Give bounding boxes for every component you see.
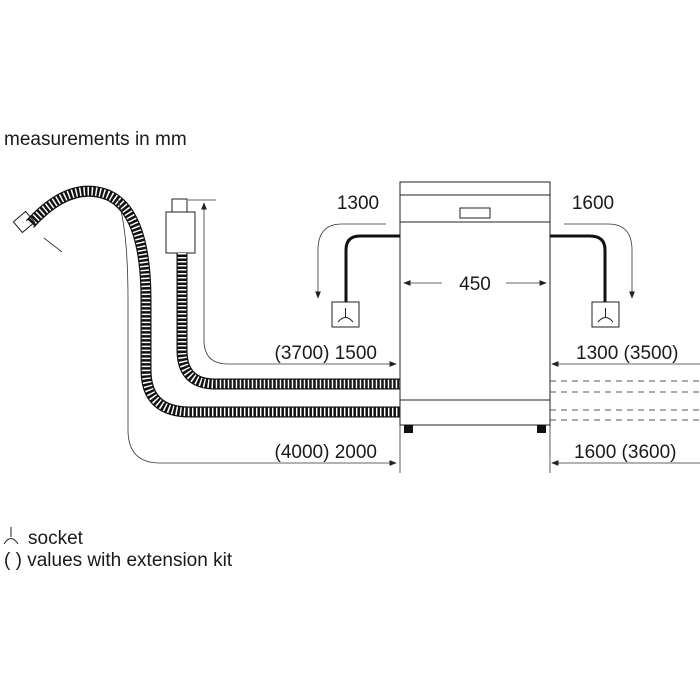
legend-socket-label: socket bbox=[28, 528, 84, 549]
measurements-note: measurements in mm bbox=[4, 129, 187, 150]
drain-dimension-arrow bbox=[117, 199, 397, 466]
right-drain-label: 1600 (3600) bbox=[574, 442, 676, 463]
hose-connector bbox=[171, 198, 188, 213]
foot-left bbox=[404, 425, 413, 433]
left-drain-label: (4000) 2000 bbox=[275, 442, 377, 463]
legend: socket ( ) values with extension kit bbox=[3, 527, 233, 571]
width-dimension: 450 bbox=[403, 274, 547, 295]
inlet-hose: (3700) 1500 bbox=[165, 198, 400, 390]
drain-hose-end bbox=[12, 210, 36, 234]
left-cord bbox=[344, 234, 400, 302]
aquastop-valve bbox=[165, 211, 196, 254]
legend-socket-icon bbox=[3, 527, 19, 545]
right-socket-box bbox=[591, 301, 620, 328]
dishwasher-outline bbox=[399, 181, 551, 426]
right-cord bbox=[550, 234, 607, 302]
display-panel bbox=[459, 207, 491, 219]
left-inlet-label: (3700) 1500 bbox=[275, 343, 377, 364]
drain-end-ref bbox=[43, 237, 63, 253]
left-socket-icon bbox=[337, 308, 354, 323]
drain-hose: (4000) 2000 bbox=[12, 185, 400, 466]
inlet-dimension-arrow bbox=[201, 202, 397, 367]
drain-hose-ribs bbox=[26, 187, 400, 417]
right-socket-arrow bbox=[564, 223, 635, 299]
right-hose-routes: 1300 (3500) 1600 (3600) bbox=[550, 343, 700, 466]
inlet-hose-ribs bbox=[177, 253, 400, 389]
right-power-cord: 1600 bbox=[550, 193, 635, 328]
legend-extension-label: ( ) values with extension kit bbox=[4, 550, 233, 571]
left-socket-label: 1300 bbox=[337, 193, 379, 214]
dishwasher-front bbox=[399, 181, 551, 433]
right-socket-label: 1600 bbox=[572, 193, 614, 214]
right-socket-icon bbox=[597, 308, 614, 323]
width-label: 450 bbox=[459, 274, 491, 295]
foot-right bbox=[537, 425, 546, 433]
left-power-cord: 1300 bbox=[315, 193, 400, 328]
right-inlet-label: 1300 (3500) bbox=[576, 343, 678, 364]
